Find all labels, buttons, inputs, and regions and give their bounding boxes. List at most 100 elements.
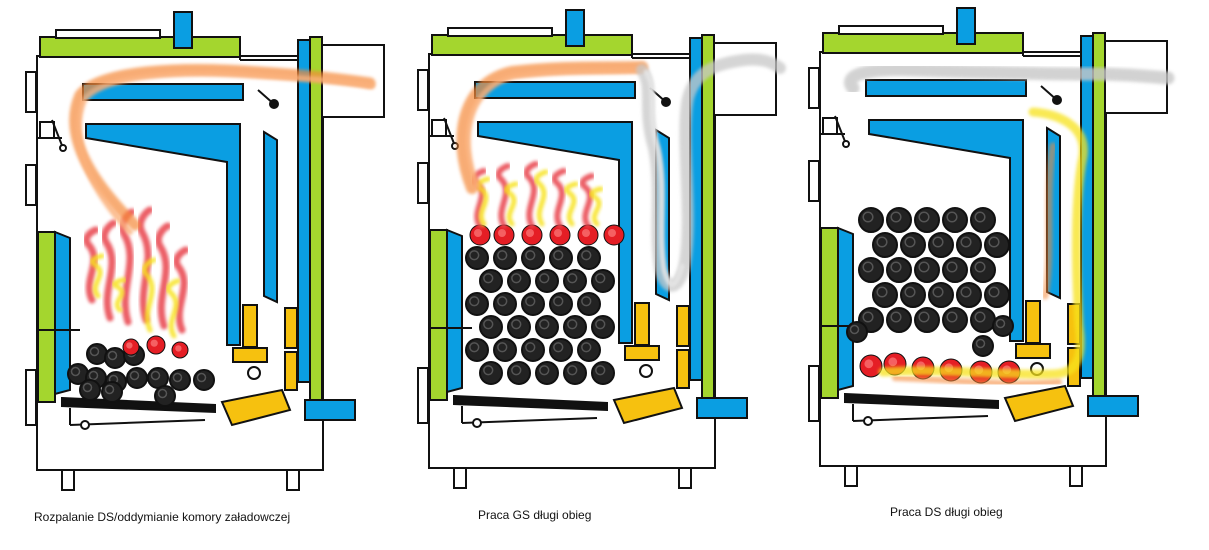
coal-lump <box>872 282 898 308</box>
coal-lump <box>858 207 884 233</box>
coal-shine <box>511 273 522 284</box>
door-latch <box>822 117 838 135</box>
coal-shine <box>104 384 115 395</box>
ember-glow <box>126 342 133 349</box>
door-latch <box>431 119 447 137</box>
inspection-hole <box>639 364 653 378</box>
grate-support <box>852 415 989 422</box>
lever-pivot <box>842 140 850 148</box>
coal-lump <box>928 282 954 308</box>
lever <box>834 115 847 145</box>
door-hinge <box>808 160 820 202</box>
coal-lump <box>928 232 954 258</box>
caption-ignition: Rozpalanie DS/oddymianie komory załadowc… <box>34 510 291 524</box>
coal-shine <box>553 342 564 353</box>
coal-shine <box>525 296 536 307</box>
coal-lump <box>942 207 968 233</box>
lever <box>443 117 456 147</box>
coal-shine <box>988 236 1000 248</box>
ember-glow <box>608 229 616 237</box>
coal-lump <box>984 232 1010 258</box>
hot-gas-flow <box>892 375 1062 387</box>
front-green-panel <box>37 231 56 403</box>
grate-bar <box>844 392 999 410</box>
top-green-bar <box>39 36 241 58</box>
coal-shine <box>904 286 916 298</box>
air-channel <box>242 304 258 348</box>
door-hinge <box>417 69 429 111</box>
ash-door-knob <box>863 416 873 426</box>
coal-shine <box>876 236 888 248</box>
hot-gas-flow <box>878 107 1088 379</box>
flame <box>523 161 539 229</box>
coal-shine <box>975 338 986 349</box>
top-green-bar <box>431 34 633 56</box>
coal-shine <box>497 296 508 307</box>
right-green-wall <box>309 36 323 406</box>
coal-lump <box>886 307 912 333</box>
coal-shine <box>70 366 81 377</box>
coal-lump <box>914 207 940 233</box>
coal-lump <box>886 207 912 233</box>
coal-shine <box>567 365 578 376</box>
coal-shine <box>890 211 902 223</box>
flame <box>551 168 567 229</box>
coal-shine <box>525 342 536 353</box>
ceramic-brick <box>612 386 684 425</box>
lever-pivot <box>59 144 67 152</box>
ember-glow <box>498 229 506 237</box>
coal-shine <box>904 236 916 248</box>
air-channel <box>232 347 268 363</box>
top-lid <box>838 25 944 35</box>
coal-shine <box>595 365 606 376</box>
foot <box>678 467 692 489</box>
coal-shine <box>567 319 578 330</box>
main-deflector <box>85 123 241 346</box>
flame <box>503 181 519 227</box>
ember-glow <box>888 357 898 367</box>
air-channel <box>676 349 690 389</box>
coal-shine <box>581 296 592 307</box>
foot <box>61 469 75 491</box>
ceramic-brick <box>1003 384 1075 423</box>
coal-shine <box>890 261 902 273</box>
coal-shine <box>946 311 958 323</box>
coal-shine <box>595 319 606 330</box>
boiler-panel-ignition <box>25 11 385 491</box>
outlet-pipe <box>1087 395 1139 417</box>
top-green-bar <box>822 32 1024 54</box>
inspection-hole <box>247 366 261 380</box>
damper-pivot <box>269 99 279 109</box>
flue-stub <box>173 11 193 49</box>
door-hinge <box>808 365 820 422</box>
coal-shine <box>89 346 100 357</box>
main-deflector <box>477 121 633 344</box>
coal-shine <box>862 261 874 273</box>
damper-pivot <box>661 97 671 107</box>
coal-shine <box>196 372 207 383</box>
coal-shine <box>539 365 550 376</box>
flow-layer-gs <box>456 53 786 385</box>
coal-shine <box>483 365 494 376</box>
ash-door-knob <box>472 418 482 428</box>
flame <box>82 226 100 304</box>
coal-shine <box>932 236 944 248</box>
main-deflector <box>868 119 1024 342</box>
coal-shine <box>849 324 860 335</box>
boiler-panel-gs <box>417 9 786 489</box>
ember-glow <box>150 339 158 347</box>
door-hinge <box>25 71 37 113</box>
side-baffle <box>263 130 278 304</box>
coal-lump <box>942 307 968 333</box>
door-hinge <box>25 164 37 206</box>
ember-glow <box>474 229 482 237</box>
air-channel <box>676 305 690 347</box>
door-hinge <box>25 369 37 426</box>
front-blue-panel <box>54 230 71 396</box>
coal-lump <box>872 232 898 258</box>
air-channel <box>634 302 650 346</box>
flame <box>165 278 181 339</box>
coal-shine <box>107 350 118 361</box>
coal-shine <box>497 250 508 261</box>
